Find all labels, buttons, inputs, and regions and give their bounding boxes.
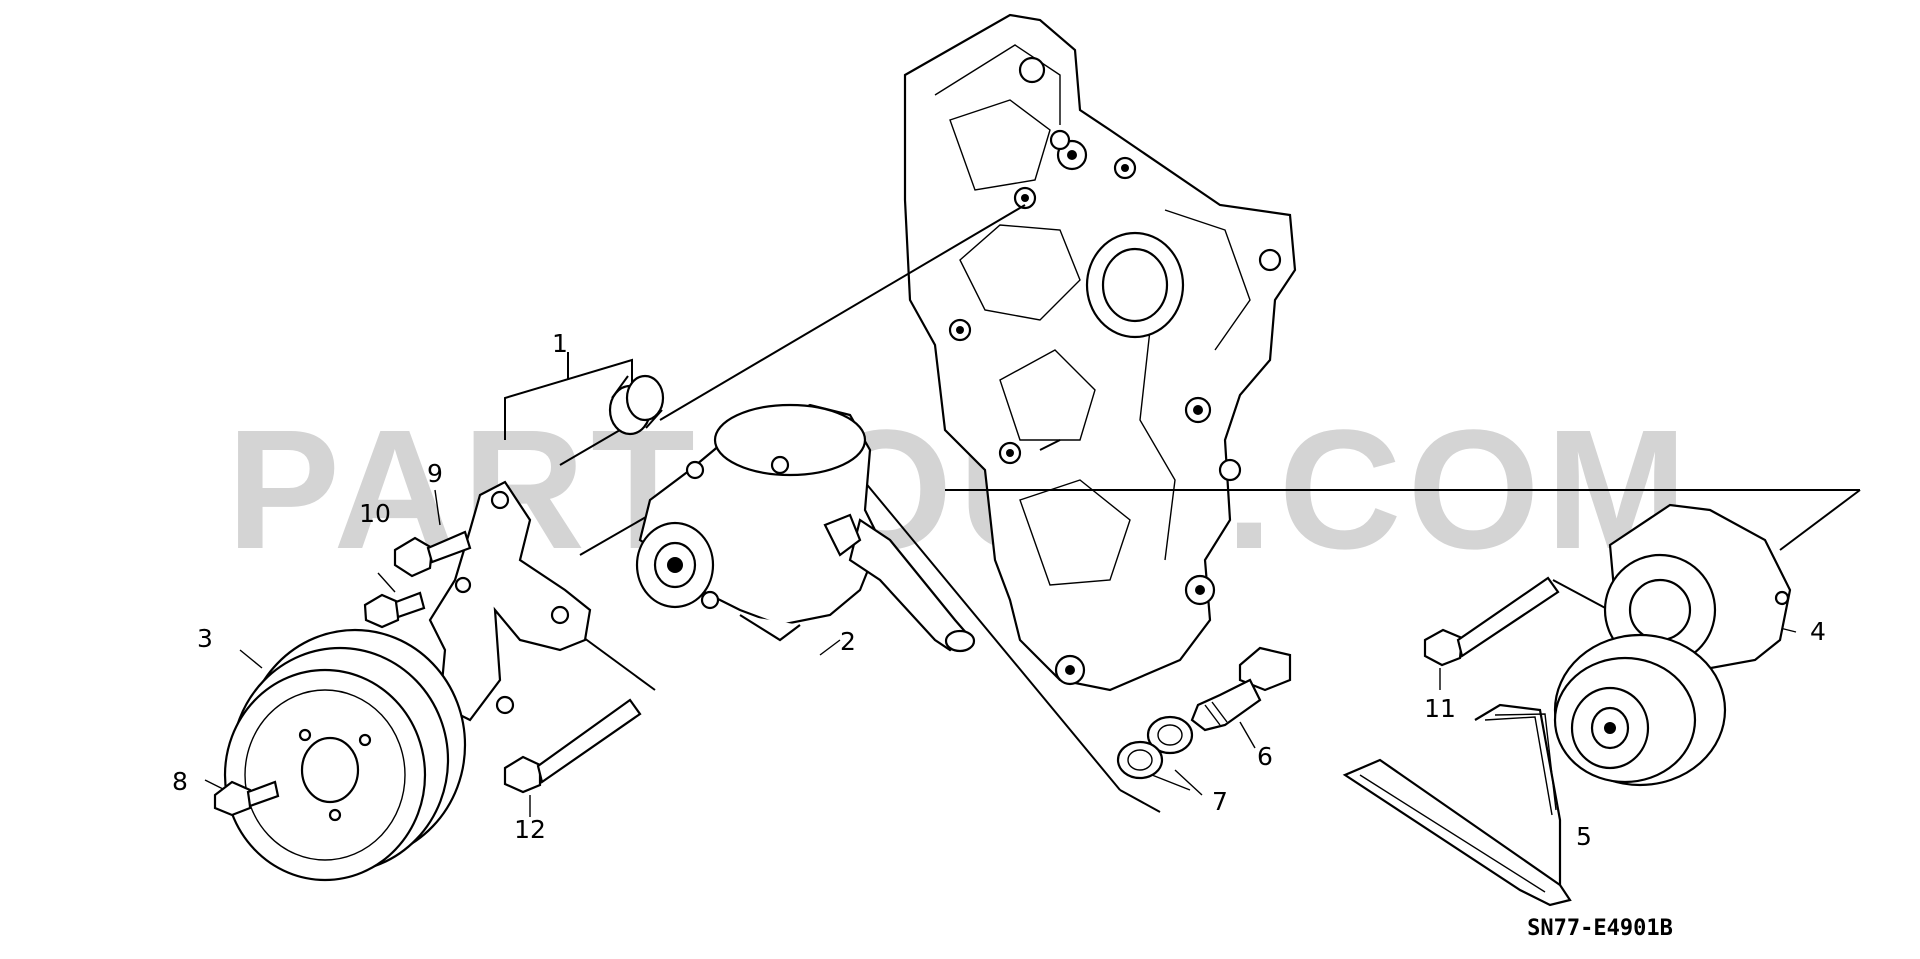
callout-12: 12 bbox=[514, 815, 546, 844]
pump-bracket bbox=[428, 480, 592, 722]
engine-housing bbox=[903, 13, 1297, 692]
callout-1: 1 bbox=[552, 329, 568, 358]
callout-3: 3 bbox=[197, 624, 213, 653]
callout-11: 11 bbox=[1424, 694, 1456, 723]
callout-10: 10 bbox=[359, 499, 391, 528]
callout-2: 2 bbox=[840, 627, 856, 656]
drive-belt bbox=[1342, 703, 1572, 907]
leader-lines bbox=[204, 204, 1861, 836]
diagram-code: SN77-E4901B bbox=[1527, 916, 1673, 941]
flange-bolt-12 bbox=[503, 698, 642, 794]
flange-bolt-11 bbox=[1423, 576, 1560, 667]
collar-spacer bbox=[608, 374, 665, 436]
flange-bolt-8 bbox=[213, 780, 280, 817]
callout-9: 9 bbox=[427, 459, 443, 488]
callout-4: 4 bbox=[1810, 617, 1826, 646]
callout-labels: 1 2 3 4 5 6 7 8 9 10 11 12 bbox=[172, 329, 1826, 851]
callout-5: 5 bbox=[1576, 822, 1592, 851]
flange-bolt-9 bbox=[393, 530, 472, 578]
sealing-washers bbox=[1116, 715, 1194, 780]
flange-bolt-10 bbox=[363, 591, 426, 629]
pump-inlet-bolt bbox=[1190, 646, 1292, 732]
callout-8: 8 bbox=[172, 767, 188, 796]
callout-6: 6 bbox=[1257, 742, 1273, 771]
callout-7: 7 bbox=[1212, 787, 1228, 816]
tensioner-pulley bbox=[1553, 503, 1792, 787]
pump-pulley bbox=[223, 628, 467, 882]
power-steering-pump bbox=[635, 403, 976, 653]
